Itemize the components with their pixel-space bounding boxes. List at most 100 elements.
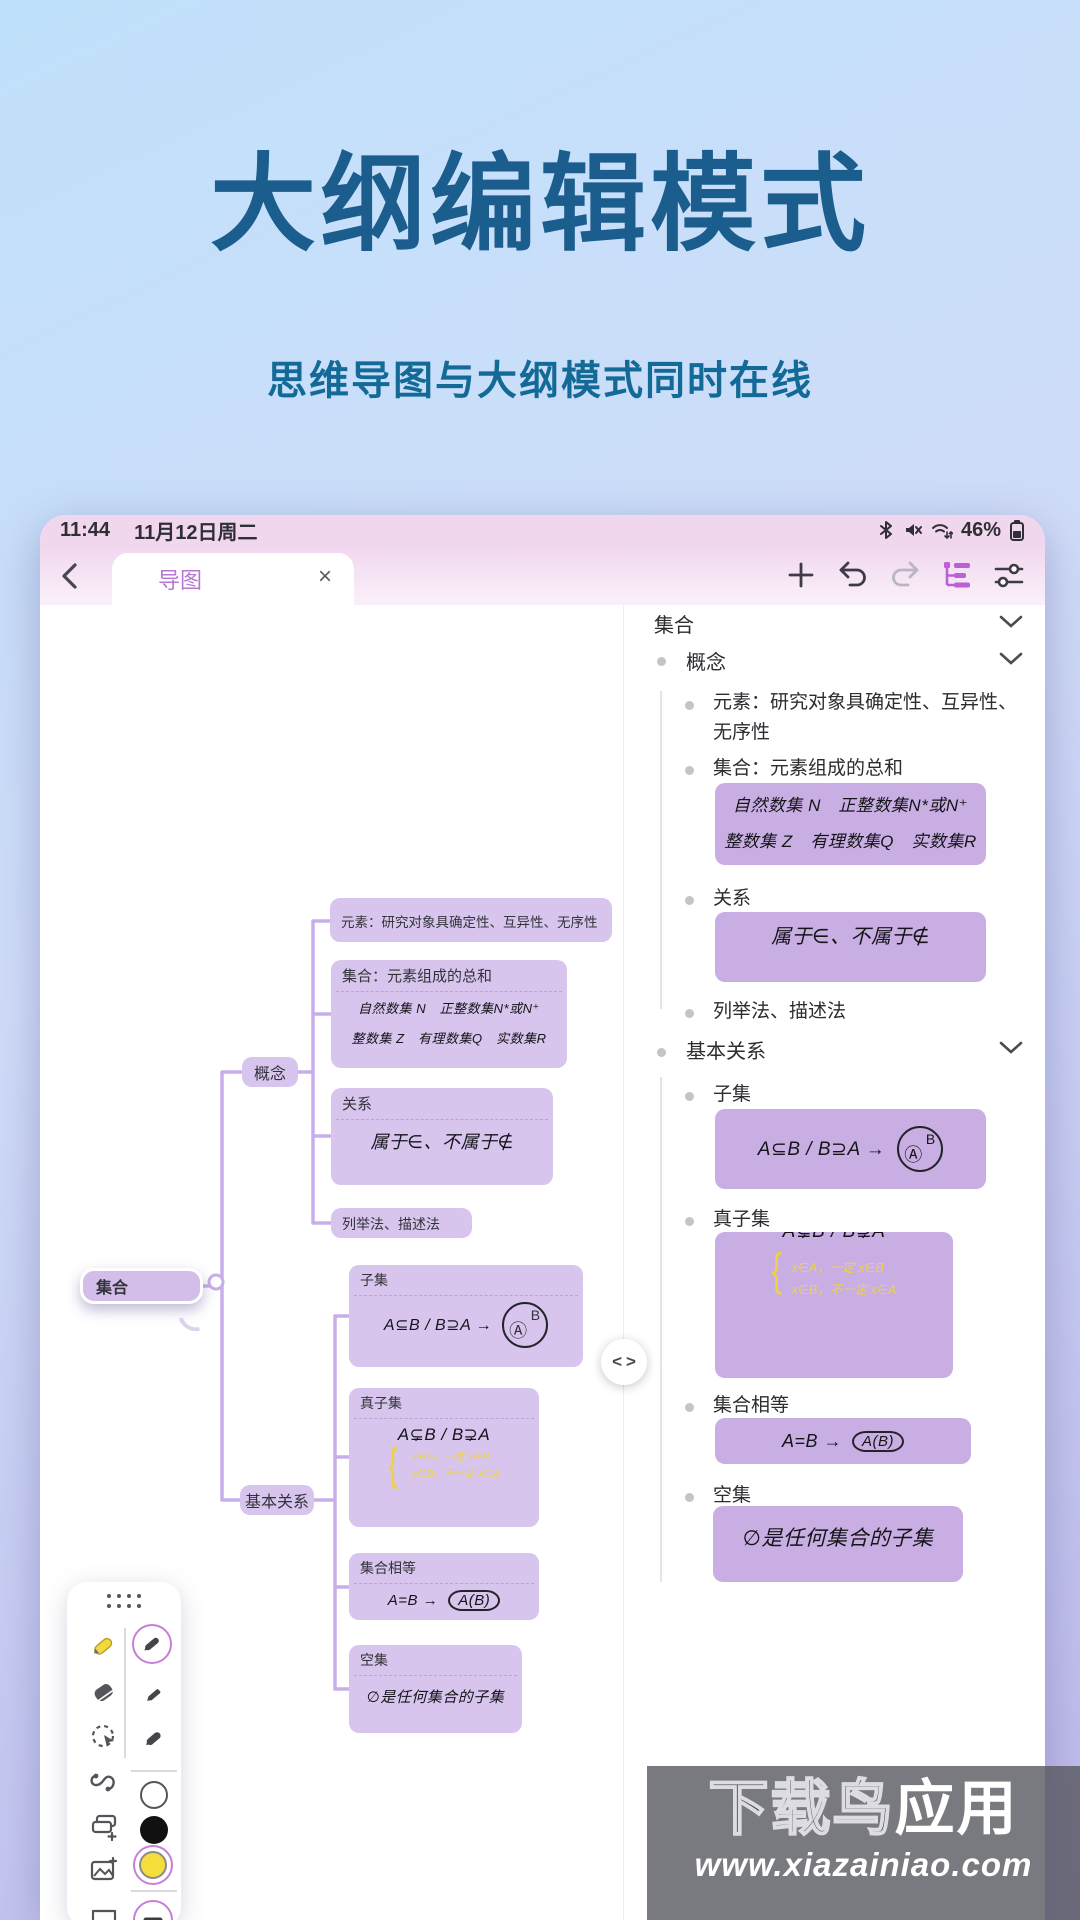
mindmap-node-basic-relations[interactable]: 基本关系 [240, 1485, 314, 1515]
watermark-url: www.xiazainiao.com [694, 1846, 1033, 1883]
outline-panel: <> 集合 概念 元素：研究对象具确定性、互异性、无序性 集合：元素组成的总和 … [601, 605, 1045, 1920]
node-label: 空集 [360, 1652, 388, 1668]
outline-bullet [685, 1217, 694, 1226]
mindmap-node-subset[interactable]: 子集 A⊆B / B⊇A → Ⓐ B [349, 1265, 583, 1367]
outline-item-set-equality[interactable]: 集合相等 [713, 1395, 790, 1416]
duplicate-node-tool-icon[interactable] [87, 1810, 121, 1844]
watermark-brand: 下载鸟应用 [708, 1775, 1019, 1843]
stroke-width-option[interactable] [133, 1900, 173, 1920]
node-label: 关系 [342, 1096, 373, 1113]
node-label: 子集 [360, 1272, 388, 1288]
curve-line-tool-icon[interactable] [87, 1766, 121, 1800]
mindmap-node-concept[interactable]: 概念 [242, 1057, 298, 1087]
handwriting-line: ∅是任何集合的子集 [366, 1689, 505, 1706]
mindmap-node-relation[interactable]: 关系 属于∈、不属于∉ [331, 1088, 553, 1185]
eraser-tool-icon[interactable] [87, 1676, 121, 1710]
panel-resize-handle[interactable]: <> [601, 1339, 647, 1385]
mindmap-node-methods[interactable]: 列举法、描述法 [331, 1208, 472, 1238]
node-divider [336, 991, 562, 992]
color-black-swatch[interactable] [137, 1813, 171, 1847]
chevron-down-icon[interactable] [999, 652, 1023, 666]
outline-item-relation[interactable]: 关系 [713, 888, 752, 909]
mindmap-node-empty-set[interactable]: 空集 ∅是任何集合的子集 [349, 1645, 522, 1733]
node-label: 真子集 [360, 1395, 402, 1411]
outline-bullet [685, 766, 694, 775]
outline-item-proper-subset[interactable]: 真子集 [713, 1209, 771, 1230]
tab-close-icon[interactable]: × [317, 563, 332, 590]
pen-tool-icon [144, 1637, 159, 1651]
color-yellow-swatch-selected[interactable] [133, 1845, 173, 1885]
outline-indent-guide [660, 1077, 662, 1582]
tool-palette[interactable] [67, 1582, 181, 1920]
outline-bullet [685, 1092, 694, 1101]
node-divider [336, 1119, 548, 1120]
mindmap-node-proper-subset[interactable]: 真子集 A⊊B / B⊋A { x∈A，一定 x∈B x∈B，不一定 x∈A [349, 1388, 539, 1527]
clock: 11:44 [60, 518, 111, 541]
handwriting-line: 属于∈、不属于∉ [370, 1132, 514, 1152]
highlighter-tool-icon[interactable] [87, 1628, 121, 1662]
outline-attachment-empty-set[interactable]: ∅是任何集合的子集 [713, 1506, 963, 1582]
tab-mindmap[interactable]: 导图 × [112, 553, 354, 605]
frame-tool-icon[interactable] [87, 1900, 121, 1920]
outline-bullet [657, 1048, 666, 1057]
outline-attachment-proper-subset[interactable]: A⊊B / B⊋A { x∈A，一定 x∈B x∈B，不一定 x∈A [715, 1232, 953, 1378]
node-label: 集合相等 [360, 1560, 416, 1576]
marker-tool-icon[interactable] [137, 1722, 171, 1756]
bluetooth-icon [877, 520, 895, 540]
add-node-button[interactable] [783, 557, 819, 593]
chevron-down-icon[interactable] [999, 1041, 1023, 1055]
page-title: 大纲编辑模式 [210, 146, 870, 264]
tab-bar: 导图 × [40, 545, 1045, 605]
node-divider [354, 1583, 534, 1584]
network-icon [931, 520, 953, 540]
mindmap-node-set-definition[interactable]: 集合：元素组成的总和 自然数集 N 正整数集N*或N⁺ 整数集 Z 有理数集Q … [331, 960, 567, 1068]
outline-bullet [685, 1493, 694, 1502]
venn-outer-label: B [530, 1307, 541, 1323]
outline-attachment-number-sets[interactable]: 自然数集 N 正整数集N*或N⁺ 整数集 Z 有理数集Q 实数集R [715, 783, 986, 865]
node-label: 元素：研究对象具确定性、互异性、无序性 [341, 915, 598, 930]
back-button[interactable] [54, 559, 88, 593]
handwriting-line: A=B → [387, 1592, 439, 1609]
handwriting-line: 自然数集 N 正整数集N*或N⁺ [358, 1001, 540, 1016]
outline-indent-guide [660, 691, 662, 1009]
node-divider [354, 1418, 534, 1419]
venn-equal-label: A(B) [448, 1590, 501, 1611]
mindmap-canvas[interactable]: 集合 概念 基本关系 元素：研究对象具确定性、互异性、无序性 集合：元素组成的总… [40, 605, 623, 1920]
outline-attachment-subset[interactable]: A⊆B / B⊇A → Ⓐ B [715, 1109, 986, 1189]
watermark: 下载鸟应用 www.xiazainiao.com [647, 1766, 1080, 1920]
outline-item-basic-relations[interactable]: 基本关系 [686, 1041, 766, 1063]
outline-attachment-set-equality[interactable]: A=B → A(B) [715, 1418, 971, 1464]
handwriting-note: x∈B，不一定 x∈A [412, 1468, 500, 1480]
outline-item-element[interactable]: 元素：研究对象具确定性、互异性、无序性 [713, 692, 1018, 743]
color-white-swatch[interactable] [137, 1778, 171, 1812]
outline-item-empty-set[interactable]: 空集 [713, 1485, 752, 1506]
node-divider [354, 1295, 578, 1296]
outline-item-subset[interactable]: 子集 [713, 1084, 752, 1105]
outline-bullet [685, 701, 694, 710]
settings-sliders-button[interactable] [991, 557, 1027, 593]
mindmap-node-set-equality[interactable]: 集合相等 A=B → A(B) [349, 1553, 539, 1620]
pencil-tool-icon[interactable] [137, 1678, 171, 1712]
outline-attachment-relation[interactable]: 属于∈、不属于∉ [715, 912, 986, 982]
lasso-select-tool-icon[interactable] [87, 1720, 121, 1754]
mindmap-node-element[interactable]: 元素：研究对象具确定性、互异性、无序性 [330, 898, 612, 942]
outline-item-set-definition[interactable]: 集合：元素组成的总和 [713, 758, 904, 779]
insert-image-tool-icon[interactable] [87, 1853, 121, 1887]
date: 11月12日周二 [134, 521, 258, 544]
chevron-down-icon[interactable] [999, 615, 1023, 629]
outline-mode-button[interactable] [939, 557, 975, 593]
battery-percent: 46% [960, 518, 1001, 541]
node-label: 基本关系 [244, 1494, 309, 1511]
battery-icon [1009, 519, 1025, 541]
pen-tool-selected-ring[interactable] [132, 1624, 172, 1664]
outline-item-methods[interactable]: 列举法、描述法 [713, 1001, 847, 1022]
mindmap-connectors [201, 919, 351, 1691]
palette-drag-handle[interactable] [107, 1594, 141, 1608]
handwriting-line: 整数集 Z 有理数集Q 实数集R [351, 1031, 547, 1046]
redo-button[interactable] [887, 557, 923, 593]
undo-button[interactable] [835, 557, 871, 593]
mindmap-node-root[interactable]: 集合 [80, 1268, 203, 1304]
outline-item-concept[interactable]: 概念 [686, 652, 726, 674]
outline-item-root[interactable]: 集合 [654, 615, 694, 637]
